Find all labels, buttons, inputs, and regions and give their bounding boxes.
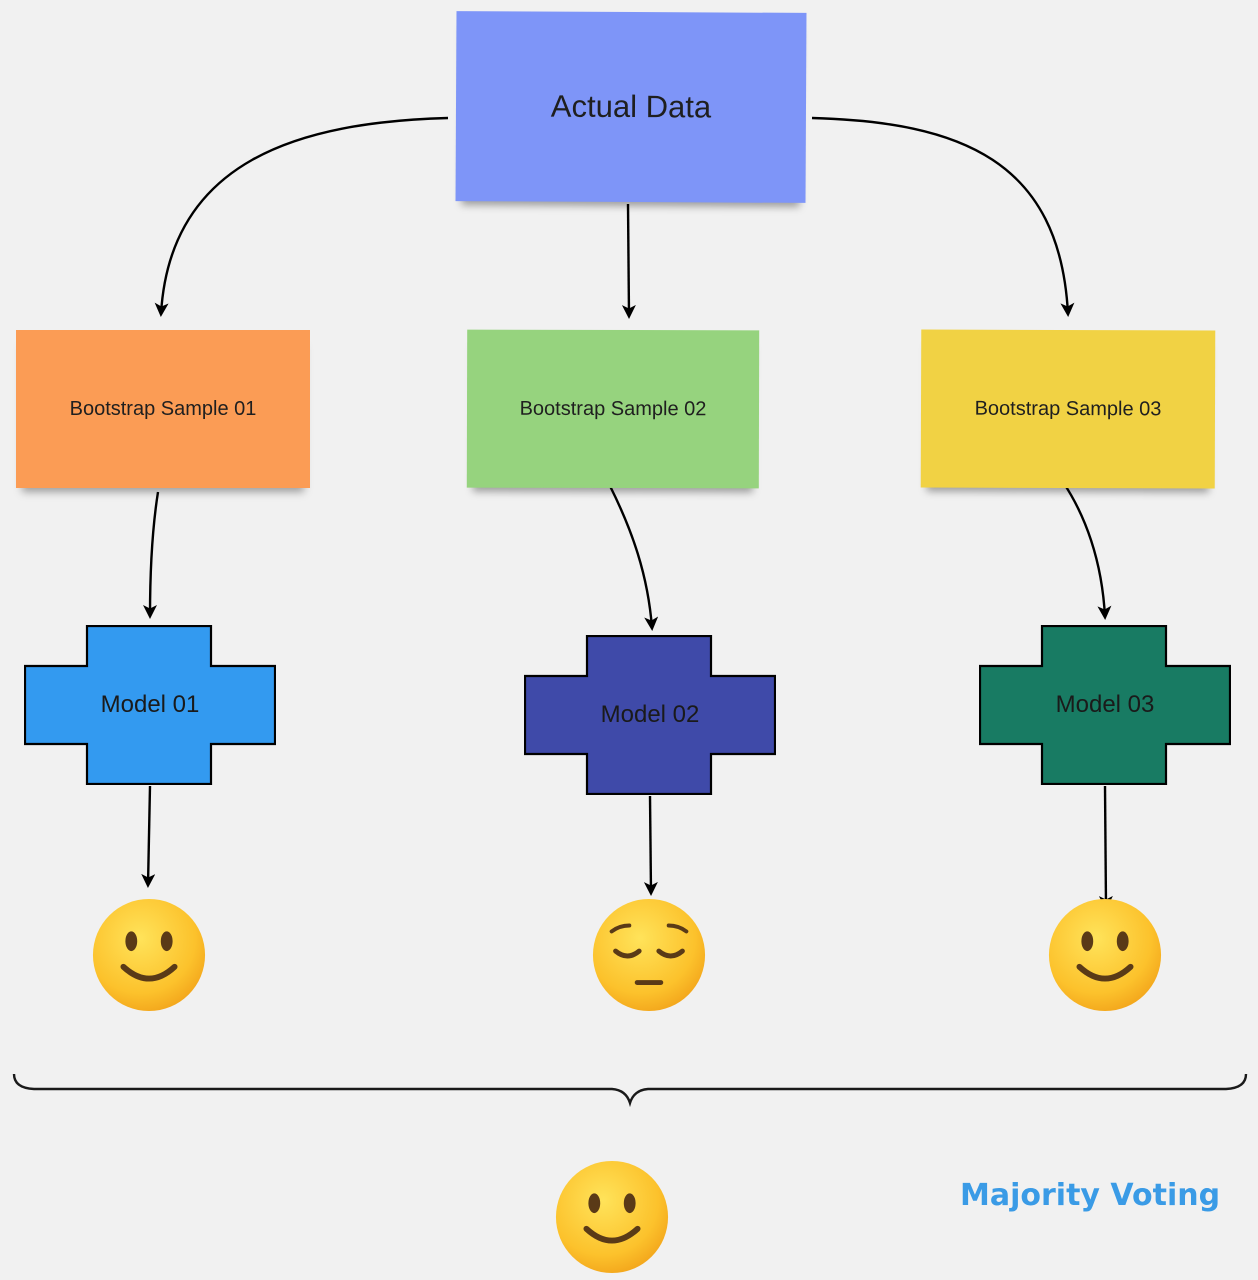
bootstrap-sample-02-node[interactable]: Bootstrap Sample 02	[466, 329, 760, 489]
pensive-face-icon	[592, 898, 706, 1012]
actual-data-node[interactable]: Actual Data	[455, 11, 807, 203]
bootstrap-sample-03-node[interactable]: Bootstrap Sample 03	[920, 329, 1216, 489]
slightly-smiling-face-icon	[1048, 898, 1162, 1012]
bootstrap-sample-03-label: Bootstrap Sample 03	[974, 397, 1162, 420]
arrow-model-2-to-outcome-2	[643, 795, 658, 896]
slightly-smiling-face-icon	[92, 898, 206, 1012]
arrow-sample-2-to-model-2	[608, 485, 659, 631]
arrow-root-to-sample-1	[154, 116, 449, 317]
cross-shape	[524, 635, 776, 795]
arrow-model-3-to-outcome-3	[1098, 785, 1113, 910]
bootstrap-sample-02-label: Bootstrap Sample 02	[519, 397, 707, 420]
arrow-sample-1-to-model-1	[143, 491, 160, 619]
actual-data-label: Actual Data	[550, 88, 712, 125]
model-03-node[interactable]: Model 03	[979, 625, 1231, 785]
grouping-brace	[12, 1073, 1248, 1108]
arrow-root-to-sample-3	[811, 116, 1075, 317]
majority-voting-label: Majority Voting	[960, 1178, 1221, 1213]
model-01-node[interactable]: Model 01	[24, 625, 276, 785]
arrow-root-to-sample-2	[621, 203, 636, 319]
cross-shape	[979, 625, 1231, 785]
arrow-sample-3-to-model-3	[1062, 481, 1112, 620]
model-02-node[interactable]: Model 02	[524, 635, 776, 795]
cross-shape	[24, 625, 276, 785]
arrow-model-1-to-outcome-1	[141, 785, 156, 888]
bootstrap-sample-01-label: Bootstrap Sample 01	[69, 397, 257, 420]
slightly-smiling-face-icon	[555, 1160, 669, 1274]
bootstrap-sample-01-node[interactable]: Bootstrap Sample 01	[16, 330, 310, 488]
